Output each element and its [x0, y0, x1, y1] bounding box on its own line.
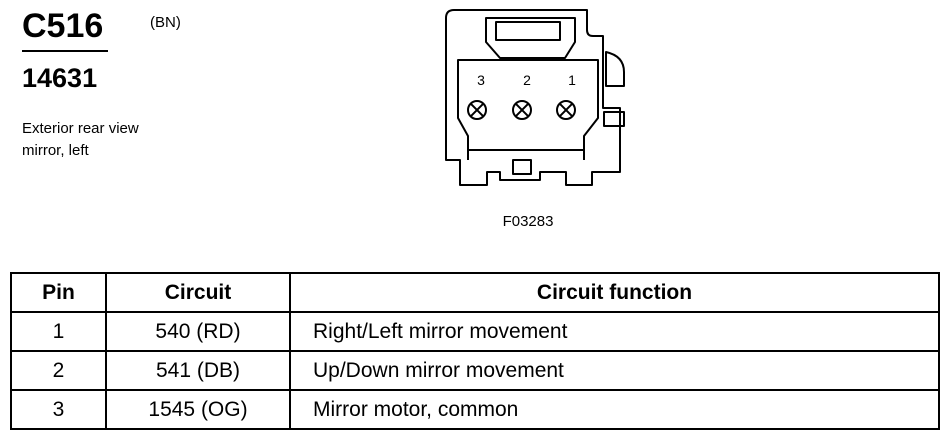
figure-id: F03283 — [502, 213, 554, 230]
function-cell: Mirror motor, common — [289, 389, 940, 430]
circuit-cell: 540 (RD) — [105, 311, 291, 352]
circuit-cell: 541 (DB) — [105, 350, 291, 391]
function-cell: Up/Down mirror movement — [289, 350, 940, 391]
pinout-table: Pin Circuit Circuit function 1 540 (RD) … — [10, 272, 940, 430]
connector-housing-outline — [445, 9, 621, 186]
pin-label-3: 3 — [477, 72, 485, 88]
table-header-row: Pin Circuit Circuit function — [10, 272, 940, 313]
pin-label-2: 2 — [523, 72, 531, 88]
pin-cavity-3 — [467, 100, 487, 120]
connector-id-underline — [22, 50, 108, 52]
table-row: 1 540 (RD) Right/Left mirror movement — [10, 311, 940, 352]
table-row: 3 1545 (OG) Mirror motor, common — [10, 389, 940, 430]
header-circuit: Circuit — [105, 272, 291, 313]
pin-cell: 1 — [10, 311, 107, 352]
part-number: 14631 — [22, 63, 98, 93]
connector-description: Exterior rear view mirror, left — [22, 118, 182, 162]
function-cell: Right/Left mirror movement — [289, 311, 940, 352]
description-line-2: mirror, left — [22, 142, 89, 159]
connector-color-code: (BN) — [150, 14, 181, 31]
connector-id: C516 — [22, 7, 104, 45]
table-row: 2 541 (DB) Up/Down mirror movement — [10, 350, 940, 391]
description-line-1: Exterior rear view — [22, 120, 139, 137]
pin-label-1: 1 — [568, 72, 576, 88]
pin-cavity-1 — [556, 100, 576, 120]
header-circuit-function: Circuit function — [289, 272, 940, 313]
pin-cell: 2 — [10, 350, 107, 391]
latch-tab — [485, 17, 576, 59]
connector-face-diagram: 3 2 1 — [445, 9, 625, 186]
keyway — [512, 159, 532, 175]
circuit-cell: 1545 (OG) — [105, 389, 291, 430]
side-lock — [605, 51, 625, 87]
header-pin: Pin — [10, 272, 107, 313]
pin-cell: 3 — [10, 389, 107, 430]
pin-cavity-2 — [512, 100, 532, 120]
